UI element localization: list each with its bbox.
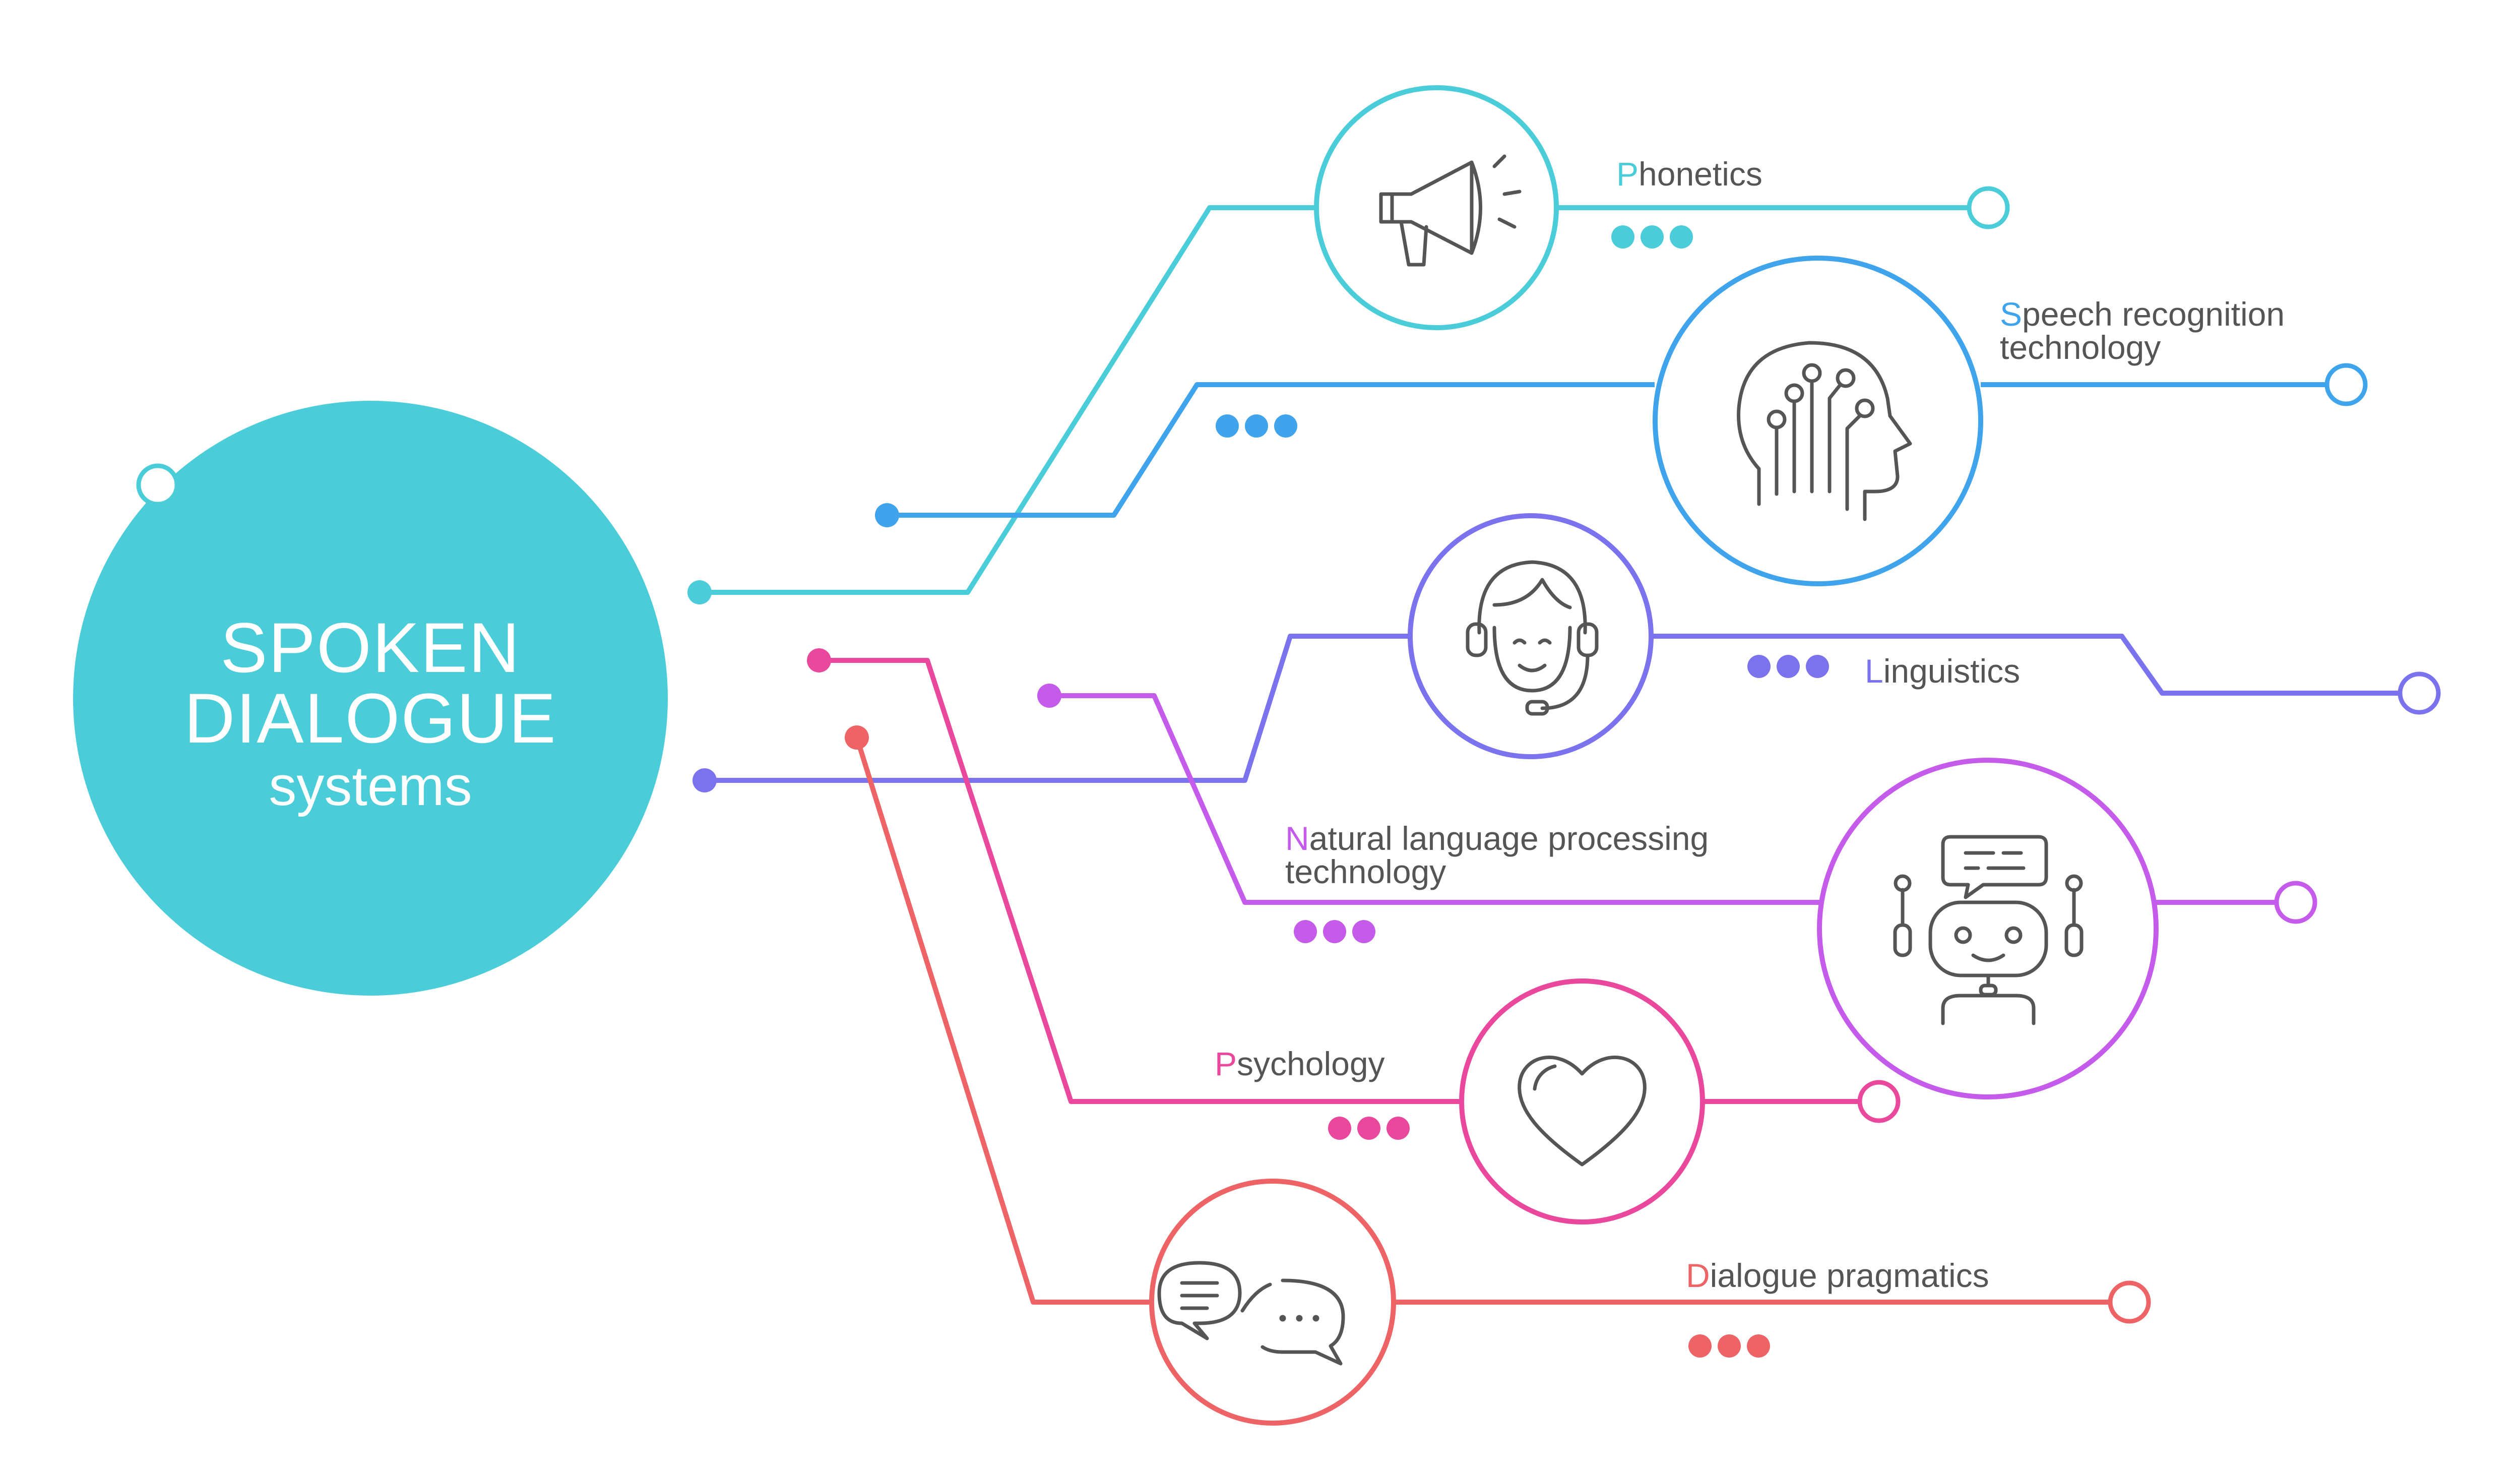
connector-psychology: [819, 658, 1462, 1104]
start-dot-pragmatics: [845, 725, 869, 750]
end-ring-phonetics: [1967, 186, 2010, 229]
start-dot-phonetics: [687, 580, 712, 604]
label-psychology: Psychology: [1215, 1047, 1385, 1080]
label-phonetics-rest: honetics: [1639, 155, 1762, 193]
start-dot-speech: [875, 503, 899, 527]
end-ring-psychology: [1857, 1080, 1901, 1123]
label-phonetics-initial: P: [1616, 155, 1639, 193]
label-linguistics-rest: inguistics: [1883, 652, 2021, 690]
connector-linguistics-right: [1652, 634, 2399, 696]
dots-speech: [1216, 414, 1297, 438]
hub-title: SPOKEN DIALOGUE systems: [118, 612, 622, 814]
connector-linguistics: [705, 634, 1410, 783]
headset-operator-icon: [1466, 560, 1599, 716]
chatbot-icon: [1893, 835, 2084, 1025]
start-dot-nlp: [1037, 684, 1061, 708]
hub-title-line3: systems: [269, 755, 472, 817]
label-speech-initial: S: [2000, 295, 2023, 333]
hub-ring-accent: [136, 463, 179, 507]
dots-nlp: [1294, 920, 1375, 943]
label-speech: Speech recognition technology: [2000, 297, 2285, 364]
dots-linguistics: [1747, 655, 1829, 678]
hub-circle: [73, 401, 668, 996]
node-phonetics: [1314, 85, 1559, 330]
hub-title-line2: DIALOGUE: [184, 679, 557, 758]
hub-title-line1: SPOKEN: [220, 608, 521, 687]
label-nlp-line2: technology: [1285, 853, 1446, 890]
label-linguistics-initial: L: [1865, 652, 1883, 690]
megaphone-icon: [1379, 154, 1522, 267]
node-nlp: [1817, 758, 2159, 1099]
chat-bubbles-icon: [1157, 1261, 1345, 1366]
label-pragmatics-initial: D: [1686, 1257, 1710, 1294]
end-ring-linguistics: [2398, 671, 2441, 715]
label-nlp: Natural language processing technology: [1285, 822, 1709, 888]
dots-pragmatics: [1688, 1334, 1770, 1358]
node-linguistics: [1408, 513, 1654, 759]
label-speech-line2: technology: [2000, 329, 2161, 366]
label-pragmatics-rest: ialogue pragmatics: [1710, 1257, 1989, 1294]
dots-phonetics: [1611, 225, 1693, 249]
start-dot-linguistics: [692, 768, 717, 792]
ai-head-icon: [1737, 341, 1912, 521]
label-nlp-initial: N: [1285, 820, 1309, 857]
node-pragmatics: [1149, 1179, 1396, 1426]
end-ring-speech: [2324, 363, 2368, 406]
node-speech: [1653, 256, 1983, 586]
connector-speech: [887, 382, 1655, 518]
end-ring-pragmatics: [2108, 1280, 2151, 1324]
label-pragmatics: Dialogue pragmatics: [1686, 1259, 1989, 1292]
label-speech-rest: peech recognition: [2022, 295, 2285, 333]
start-dot-psychology: [807, 648, 831, 672]
node-psychology: [1459, 978, 1705, 1224]
dots-psychology: [1328, 1117, 1410, 1140]
connector-pragmatics: [854, 737, 1152, 1305]
end-ring-nlp: [2274, 881, 2317, 924]
label-nlp-rest: atural language processing: [1309, 820, 1709, 857]
label-psychology-rest: sychology: [1237, 1045, 1385, 1082]
connector-phonetics: [700, 205, 1315, 595]
heart-icon: [1518, 1055, 1647, 1167]
label-linguistics: Linguistics: [1865, 654, 2020, 688]
label-psychology-initial: P: [1215, 1045, 1237, 1082]
connector-nlp: [1049, 693, 1819, 905]
label-phonetics: Phonetics: [1616, 157, 1762, 191]
